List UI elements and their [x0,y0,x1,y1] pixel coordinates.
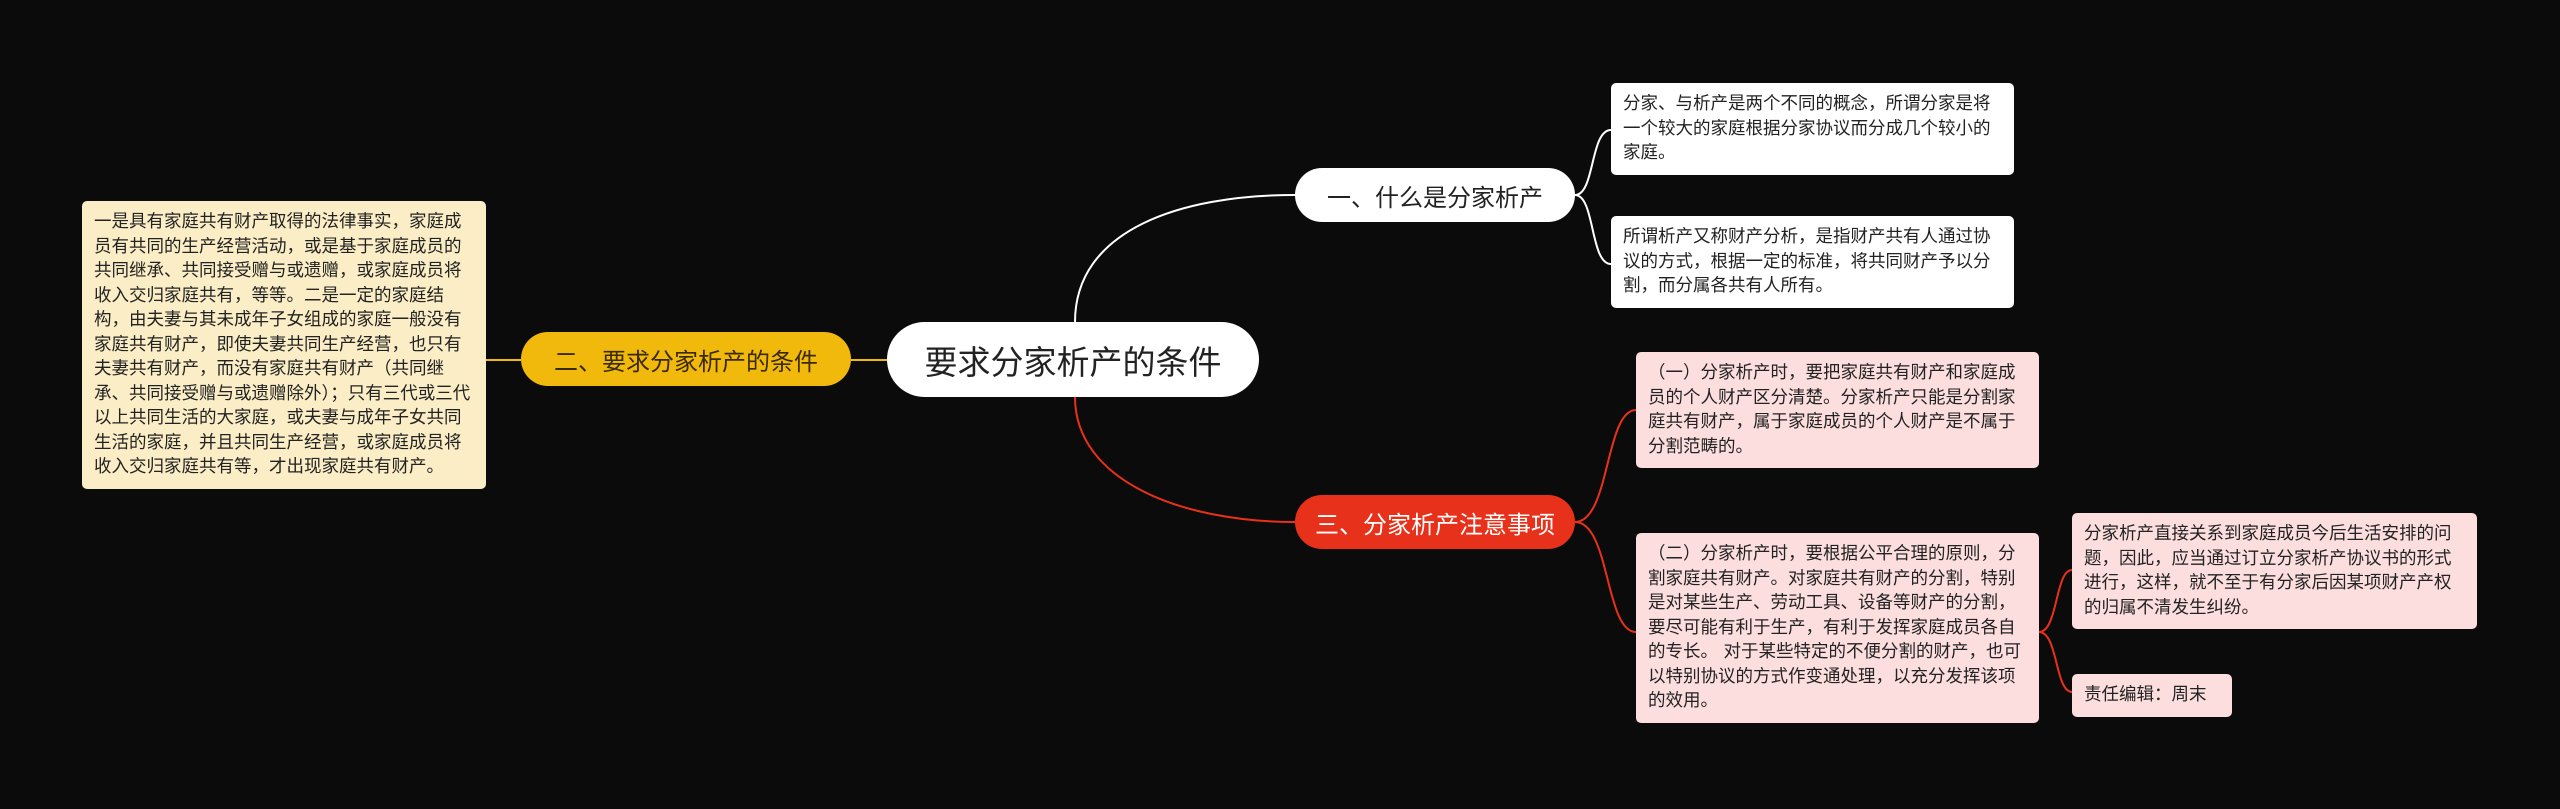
leaf-editor[interactable]: 责任编辑：周末 [2072,674,2232,717]
root-node[interactable]: 要求分家析产的条件 [887,322,1259,397]
leaf-agreement-note[interactable]: 分家析产直接关系到家庭成员今后生活安排的问题，因此，应当通过订立分家析产协议书的… [2072,513,2477,629]
branch-partition-conditions[interactable]: 二、要求分家析产的条件 [521,332,851,386]
link-root-branch1 [1074,194,1296,323]
branch-partition-notes[interactable]: 三、分家析产注意事项 [1295,495,1575,549]
link-root-branch3 [1074,396,1296,523]
link-leaf5-leaf7 [2038,631,2073,693]
link-branch3-leaf4 [1574,409,1637,523]
leaf-conditions-detail[interactable]: 一是具有家庭共有财产取得的法律事实，家庭成员有共同的生产经营活动，或是基于家庭成… [82,201,486,489]
link-branch3-leaf5 [1574,521,1637,633]
link-leaf5-leaf6 [2038,569,2073,633]
leaf-property-division-definition[interactable]: 所谓析产又称财产分析，是指财产共有人通过协议的方式，根据一定的标准，将共同财产予… [1611,216,2014,308]
leaf-note-one[interactable]: （一）分家析产时，要把家庭共有财产和家庭成员的个人财产区分清楚。分家析产只能是分… [1636,352,2039,468]
leaf-partition-definition[interactable]: 分家、与析产是两个不同的概念，所谓分家是将一个较大的家庭根据分家协议而分成几个较… [1611,83,2014,175]
link-branch1-leaf2 [1574,194,1612,265]
link-branch1-leaf1 [1574,129,1612,196]
leaf-note-two[interactable]: （二）分家析产时，要根据公平合理的原则，分割家庭共有财产。对家庭共有财产的分割，… [1636,533,2039,723]
branch-what-is-partition[interactable]: 一、什么是分家析产 [1295,168,1575,222]
